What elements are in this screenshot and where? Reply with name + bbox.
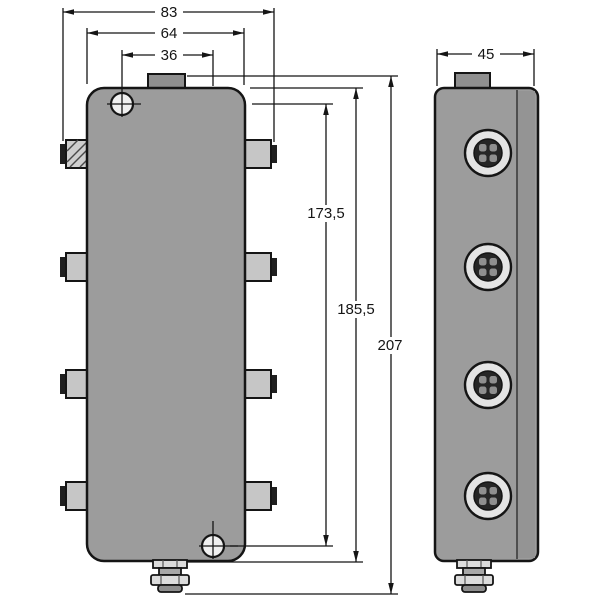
mounting-hole-top xyxy=(107,91,141,117)
dim-arrow xyxy=(263,9,274,15)
connector-pin xyxy=(489,376,497,384)
connector-pin xyxy=(479,376,487,384)
connector-pin xyxy=(489,386,497,394)
connector-pin xyxy=(479,497,487,505)
connector-nut xyxy=(454,574,494,586)
side-tab xyxy=(65,481,90,511)
side-housing-edge-face xyxy=(517,91,535,558)
dim-arrow xyxy=(87,30,98,36)
connector-tip xyxy=(461,584,487,593)
side-tab xyxy=(242,139,272,169)
dim-label-overall-width: 83 xyxy=(161,4,178,21)
label-bg xyxy=(333,301,379,318)
dim-arrow xyxy=(388,76,394,87)
hatch-line xyxy=(66,139,79,152)
dim-arrow xyxy=(523,51,534,57)
dimension-labels: 83 64 36 45 173,5 185,5 207 xyxy=(161,4,495,354)
connector-inner-circle xyxy=(473,138,503,168)
dim-arrow xyxy=(323,104,329,115)
connector-pin xyxy=(479,268,487,276)
connector-pin xyxy=(479,258,487,266)
dim-label-housing-height: 185,5 xyxy=(337,301,375,318)
dim-label-body-width: 64 xyxy=(161,25,178,42)
connector-pin xyxy=(489,497,497,505)
connector-pin xyxy=(489,258,497,266)
tab-end-cap xyxy=(60,374,68,394)
connector-pin xyxy=(489,487,497,495)
hatch-line xyxy=(66,140,89,163)
dim-label-overall-height: 207 xyxy=(377,337,402,354)
front-bottom-connector xyxy=(150,559,190,593)
connector-pin xyxy=(479,144,487,152)
connector-pin xyxy=(479,386,487,394)
label-bg xyxy=(155,47,183,63)
side-tab xyxy=(242,252,272,282)
dimension-label-backgrounds xyxy=(155,4,500,354)
connector-pin xyxy=(489,144,497,152)
side-tab xyxy=(65,252,90,282)
dim-arrow xyxy=(323,535,329,546)
connector-flange xyxy=(456,559,492,569)
dim-arrow xyxy=(202,52,213,58)
dim-arrow xyxy=(233,30,244,36)
dim-label-depth: 45 xyxy=(478,46,495,63)
connector-inner-circle xyxy=(473,252,503,282)
label-bg xyxy=(155,25,183,41)
m12-connector xyxy=(463,471,513,521)
tab-end-cap xyxy=(60,144,68,164)
dim-label-hole-spacing-y: 173,5 xyxy=(307,205,345,222)
label-bg xyxy=(371,337,410,354)
connector-tip xyxy=(157,584,183,593)
connector-neck xyxy=(158,567,182,576)
dim-arrow xyxy=(63,9,74,15)
front-left-tabs xyxy=(60,139,90,511)
side-view xyxy=(433,72,540,593)
side-tab xyxy=(242,369,272,399)
dim-arrow xyxy=(122,52,133,58)
m12-connector xyxy=(463,360,513,410)
dim-arrow xyxy=(353,551,359,562)
dim-arrow xyxy=(437,51,448,57)
tab-end-cap xyxy=(60,257,68,277)
hatch-line xyxy=(69,148,89,168)
label-bg xyxy=(303,205,349,222)
label-bg xyxy=(155,4,183,20)
dim-label-hole-offset-x: 36 xyxy=(161,47,178,64)
dimension-annotations: 83 64 36 45 173,5 185,5 207 xyxy=(62,4,535,595)
connector-neck xyxy=(462,567,486,576)
label-bg xyxy=(472,46,500,62)
connector-pin xyxy=(489,154,497,162)
side-tab xyxy=(65,369,90,399)
extension-lines xyxy=(62,8,535,595)
connector-inner-circle xyxy=(473,370,503,400)
connector-pin xyxy=(479,154,487,162)
side-tab xyxy=(242,481,272,511)
front-view xyxy=(60,73,277,593)
side-bottom-connector xyxy=(454,559,494,593)
connector-inner-circle xyxy=(473,481,503,511)
front-housing-body xyxy=(85,86,247,563)
connector-flange xyxy=(152,559,188,569)
connector-pin xyxy=(489,268,497,276)
m12-connector xyxy=(463,242,513,292)
front-right-tabs xyxy=(242,139,277,511)
dim-arrow xyxy=(353,88,359,99)
dim-arrow xyxy=(388,583,394,594)
tab-end-cap xyxy=(60,486,68,506)
connector-nut xyxy=(150,574,190,586)
m12-connector xyxy=(463,128,513,178)
connector-pin xyxy=(479,487,487,495)
dimension-arrows xyxy=(63,9,534,594)
